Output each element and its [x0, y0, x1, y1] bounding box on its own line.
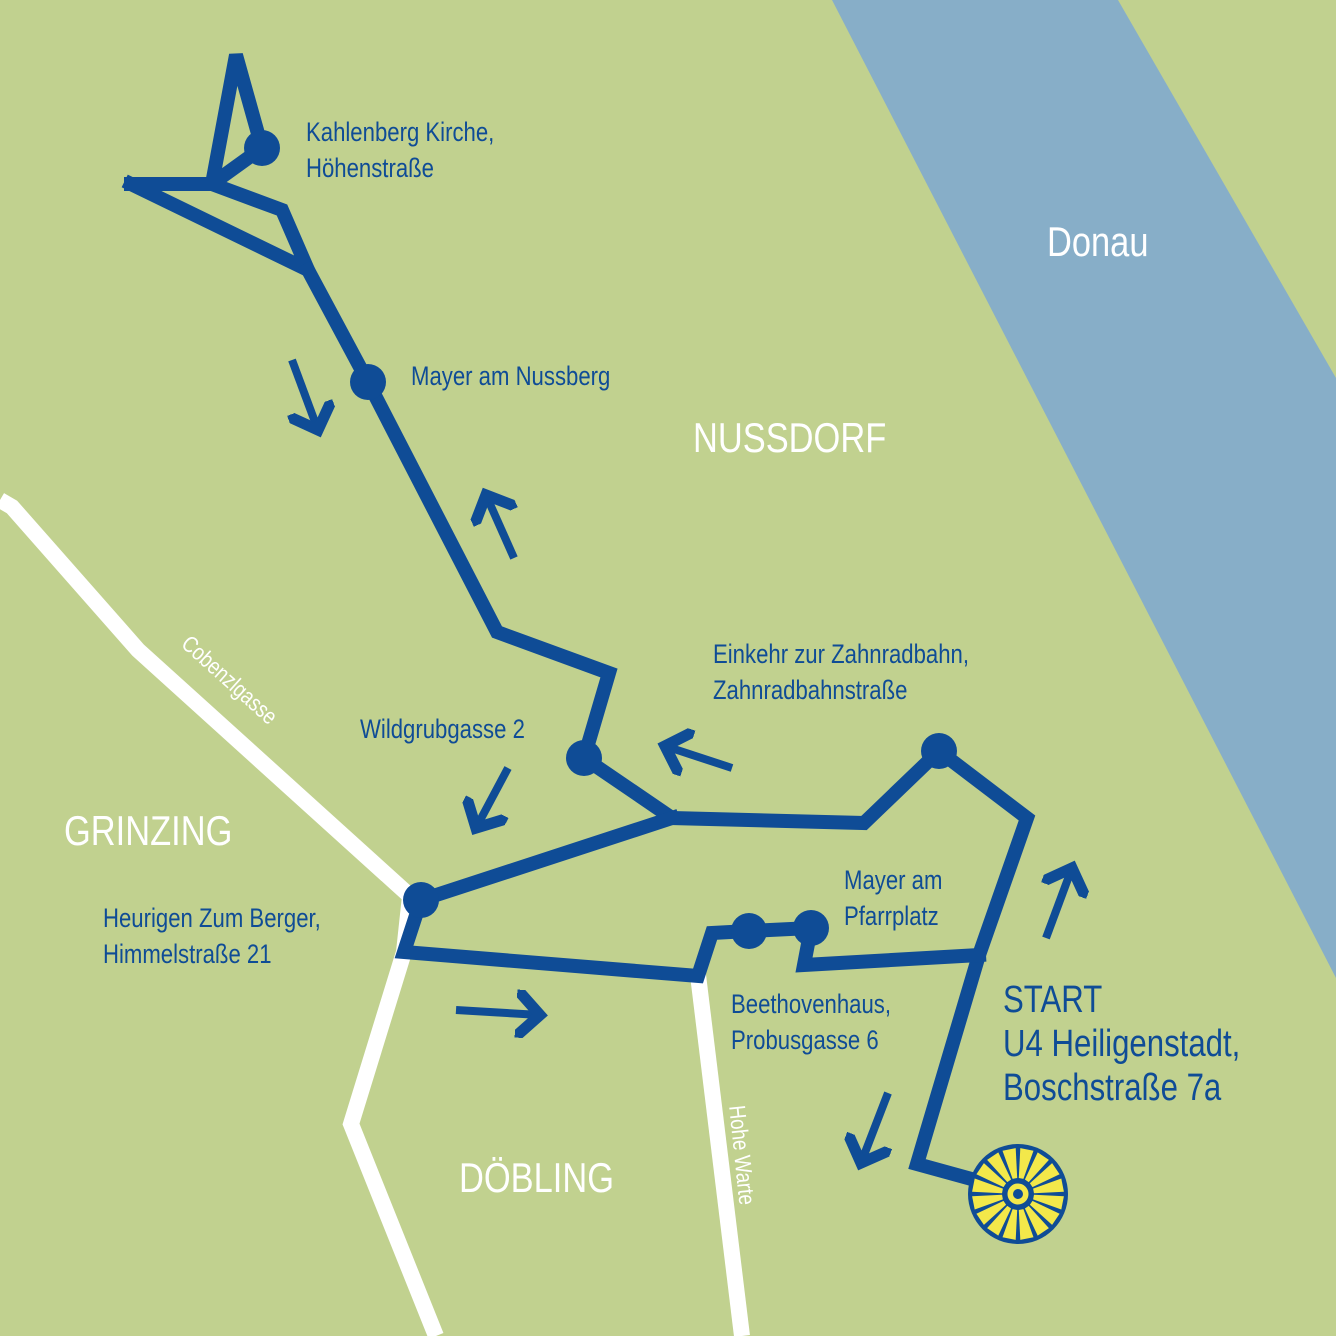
- district-grinzing: GRINZING: [64, 807, 233, 854]
- walking-route: [121, 53, 1036, 1200]
- stop-label-heurigen: Heurigen Zum Berger, Himmelstraße 21: [103, 900, 321, 972]
- stop-label-line: Pfarrplatz: [844, 901, 939, 931]
- route-kahlenberg-loop: [121, 53, 322, 285]
- sun-center-dot: [1013, 1189, 1023, 1199]
- start-title: START: [1003, 979, 1103, 1021]
- sun-ray: [1029, 1200, 1060, 1225]
- arrow-icon: [455, 1010, 540, 1015]
- river-label: Donau: [1047, 218, 1149, 265]
- arrow-icon: [476, 766, 512, 828]
- sun-ray: [1033, 1178, 1064, 1194]
- river-donau: [832, 0, 1336, 978]
- route-main-descent: [298, 260, 1036, 1200]
- stop-label-line: Mayer am: [844, 865, 943, 895]
- road-cobenzlgasse: [0, 493, 416, 902]
- stop-label-line: Beethovenhaus,: [731, 989, 892, 1019]
- sun-ray: [976, 1163, 1007, 1188]
- route-grinzing-link: [394, 809, 987, 984]
- stop-label-line: Heurigen Zum Berger,: [103, 903, 321, 933]
- stop-label-mayer-pfarrplatz: Mayer am Pfarrplatz: [844, 862, 942, 934]
- direction-arrows: [292, 358, 1072, 1163]
- stop-label-line: Probusgasse 6: [731, 1025, 879, 1055]
- stop-label-line: Mayer am Nussberg: [411, 361, 611, 391]
- sun-ray: [1029, 1163, 1060, 1188]
- sun-start-icon: [968, 1144, 1068, 1244]
- start-address: Boschstraße 7a: [1003, 1067, 1222, 1109]
- start-label: START U4 Heiligenstadt, Boschstraße 7a: [1003, 978, 1240, 1110]
- district-nussdorf: NUSSDORF: [693, 414, 887, 461]
- stop-label-line: Einkehr zur Zahnradbahn,: [713, 639, 969, 669]
- stop-dot-mayer-pfarrplatz: [793, 910, 829, 946]
- stop-label-line: Höhenstraße: [306, 153, 434, 183]
- stop-label-line: Zahnradbahnstraße: [713, 675, 908, 705]
- stop-markers: [244, 130, 957, 949]
- sun-ray: [987, 1205, 1012, 1236]
- sun-ray: [972, 1194, 1003, 1210]
- stop-label-wildgrubgasse: Wildgrubgasse 2: [360, 711, 525, 747]
- sun-ray: [1018, 1209, 1034, 1240]
- sun-ray: [987, 1152, 1012, 1183]
- sun-ray: [1002, 1148, 1018, 1179]
- stop-dot-beethovenhaus: [731, 913, 767, 949]
- stop-label-line: Kahlenberg Kirche,: [306, 117, 495, 147]
- stop-label-line: Himmelstraße 21: [103, 939, 272, 969]
- arrow-icon: [861, 1091, 888, 1163]
- district-doebling: DÖBLING: [459, 1154, 615, 1201]
- sun-ray: [976, 1200, 1007, 1225]
- arrow-icon: [1046, 868, 1072, 940]
- stop-dot-kahlenberg: [244, 130, 280, 166]
- stop-dot-heurigen: [403, 882, 439, 918]
- sun-ray: [1024, 1205, 1049, 1236]
- sun-ray: [1024, 1152, 1049, 1183]
- stop-label-kahlenberg: Kahlenberg Kirche, Höhenstraße: [306, 114, 494, 186]
- stop-label-einkehr: Einkehr zur Zahnradbahn, Zahnradbahnstra…: [713, 636, 969, 708]
- sun-ray: [1002, 1209, 1018, 1240]
- sun-ray: [1018, 1148, 1034, 1179]
- road-hohe-warte: [690, 974, 750, 1336]
- sun-ray: [972, 1178, 1003, 1194]
- arrow-icon: [486, 495, 514, 560]
- stop-label-beethovenhaus: Beethovenhaus, Probusgasse 6: [731, 986, 891, 1058]
- stop-dot-einkehr: [921, 733, 957, 769]
- stop-dot-wildgrubgasse: [566, 740, 602, 776]
- arrow-icon: [292, 358, 318, 430]
- stop-dot-mayer-nussberg: [350, 364, 386, 400]
- arrow-icon: [665, 746, 734, 768]
- sun-ray: [1033, 1194, 1064, 1210]
- stop-label-mayer-nussberg: Mayer am Nussberg: [411, 358, 610, 394]
- stop-label-line: Wildgrubgasse 2: [360, 714, 525, 744]
- start-station: U4 Heiligenstadt,: [1003, 1023, 1241, 1065]
